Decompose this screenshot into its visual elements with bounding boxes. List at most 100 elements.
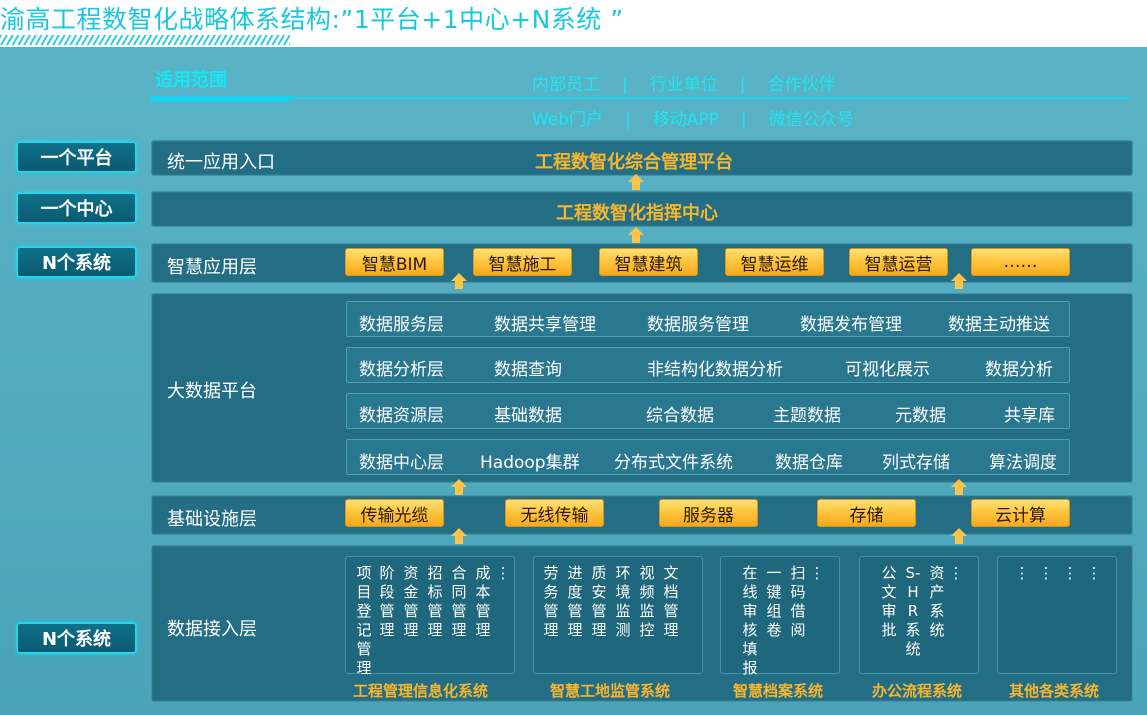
badge-one-platform: 一个平台 (16, 141, 137, 173)
system-caption: 智慧工地监管系统 (550, 682, 671, 700)
scope-tab (150, 96, 296, 102)
data-cell: 数据分析层 (359, 360, 444, 380)
system-item: 项目登记管理 (356, 564, 372, 677)
data-cell: 数据资源层 (359, 406, 444, 426)
data-cell: 基础数据 (494, 406, 562, 426)
app-button-building[interactable]: 智慧建筑 (599, 248, 698, 276)
system-group-other (997, 556, 1117, 674)
app-button-construction[interactable]: 智慧施工 (473, 248, 572, 276)
ellipsis-icon: ⋮ (1062, 564, 1078, 582)
system-caption: 办公流程系统 (872, 682, 963, 700)
data-cell: 数据服务层 (359, 315, 444, 335)
infra-button-wireless[interactable]: 无线传输 (505, 499, 604, 527)
data-cell: 数据仓库 (775, 453, 843, 473)
data-cell: 算法调度 (989, 453, 1057, 473)
system-item: 资金管理 (403, 564, 419, 639)
command-center-title: 工程数智化指挥中心 (556, 203, 718, 224)
data-resource-layer (346, 393, 1070, 429)
ellipsis-icon: ⋮ (495, 564, 511, 582)
system-item: 一键组卷 (766, 564, 782, 639)
scope-row-users: 内部员工|行业单位|合作伙伴 (532, 70, 835, 95)
scope-label: 适用范围 (155, 70, 227, 91)
system-item: 公文审批 (881, 564, 897, 639)
app-button-bim[interactable]: 智慧BIM (345, 248, 444, 276)
infra-button-storage[interactable]: 存储 (817, 499, 916, 527)
scope-divider (150, 97, 1130, 99)
scope-item: 移动APP (652, 110, 719, 130)
infra-button-fiber[interactable]: 传输光缆 (345, 499, 444, 527)
scope-item: 微信公众号 (768, 110, 854, 130)
data-cell: 数据主动推送 (948, 315, 1050, 335)
data-cell: Hadoop集群 (480, 453, 580, 473)
up-arrow-icon (628, 174, 644, 190)
up-arrow-icon (628, 227, 644, 243)
ellipsis-icon: ⋮ (948, 564, 964, 582)
system-item: 进度管理 (567, 564, 583, 639)
up-arrow-icon (951, 273, 967, 289)
system-item: 扫码借阅 (790, 564, 806, 639)
badge-n-systems-bottom: N个系统 (16, 622, 137, 654)
ellipsis-icon: ⋮ (1086, 564, 1102, 582)
system-item: 招标管理 (427, 564, 443, 639)
system-item: 劳务管理 (543, 564, 559, 639)
system-item: 文档管理 (663, 564, 679, 639)
ellipsis-icon: ⋮ (1038, 564, 1054, 582)
row-unified-entry (151, 140, 1133, 176)
up-arrow-icon (451, 273, 467, 289)
data-cell: 数据分析 (985, 360, 1053, 380)
data-cell: 数据共享管理 (494, 315, 596, 335)
data-service-layer (346, 301, 1070, 337)
app-button-operating[interactable]: 智慧运营 (849, 248, 948, 276)
scope-row-channels: Web门户|移动APP|微信公众号 (532, 105, 854, 130)
data-access-label: 数据接入层 (167, 619, 257, 640)
scope-item: 内部员工 (532, 75, 600, 95)
system-item: 资产系统 (929, 564, 945, 639)
data-cell: 数据中心层 (359, 453, 444, 473)
data-cell: 可视化展示 (845, 360, 930, 380)
data-cell: 共享库 (1004, 406, 1055, 426)
up-arrow-icon (951, 528, 967, 544)
data-cell: 数据查询 (494, 360, 562, 380)
system-caption: 工程管理信息化系统 (353, 682, 489, 700)
data-cell: 列式存储 (882, 453, 950, 473)
scope-separator: | (740, 110, 747, 130)
system-group-archive (720, 556, 840, 674)
badge-one-center: 一个中心 (16, 192, 137, 224)
data-cell: 分布式文件系统 (614, 453, 733, 473)
row-command-center (151, 191, 1133, 227)
app-button-more[interactable]: …… (971, 248, 1070, 276)
system-item: 阶段管理 (379, 564, 395, 639)
scope-item: 行业单位 (649, 75, 718, 95)
badge-n-systems-top: N个系统 (16, 246, 137, 278)
platform-title: 工程数智化综合管理平台 (535, 152, 733, 173)
data-center-layer (346, 439, 1070, 475)
data-cell: 数据发布管理 (800, 315, 902, 335)
up-arrow-icon (951, 479, 967, 495)
scope-separator: | (622, 75, 628, 95)
entry-label: 统一应用入口 (167, 152, 275, 173)
data-cell: 数据服务管理 (647, 315, 749, 335)
scope-item: Web门户 (532, 110, 604, 130)
up-arrow-icon (451, 479, 467, 495)
data-cell: 主题数据 (773, 406, 841, 426)
infra-button-server[interactable]: 服务器 (659, 499, 758, 527)
system-caption: 其他各类系统 (1009, 682, 1100, 700)
infra-button-cloud[interactable]: 云计算 (971, 499, 1070, 527)
row-infrastructure (151, 495, 1133, 535)
system-caption: 智慧档案系统 (733, 682, 824, 700)
app-button-operations[interactable]: 智慧运维 (725, 248, 824, 276)
smart-apps-label: 智慧应用层 (167, 257, 257, 278)
ellipsis-icon: ⋮ (1014, 564, 1030, 582)
system-group-site (533, 556, 703, 674)
up-arrow-icon (451, 528, 467, 544)
infrastructure-label: 基础设施层 (167, 509, 257, 530)
system-item: 在线审核填报 (742, 564, 758, 677)
system-item: 合同管理 (451, 564, 467, 639)
system-item: 视频监控 (639, 564, 655, 639)
data-cell: 非结构化数据分析 (647, 360, 783, 380)
title-underline (0, 35, 290, 45)
data-analysis-layer (346, 347, 1070, 383)
big-data-label: 大数据平台 (167, 381, 257, 402)
data-cell: 元数据 (895, 406, 946, 426)
ellipsis-icon: ⋮ (809, 564, 825, 582)
